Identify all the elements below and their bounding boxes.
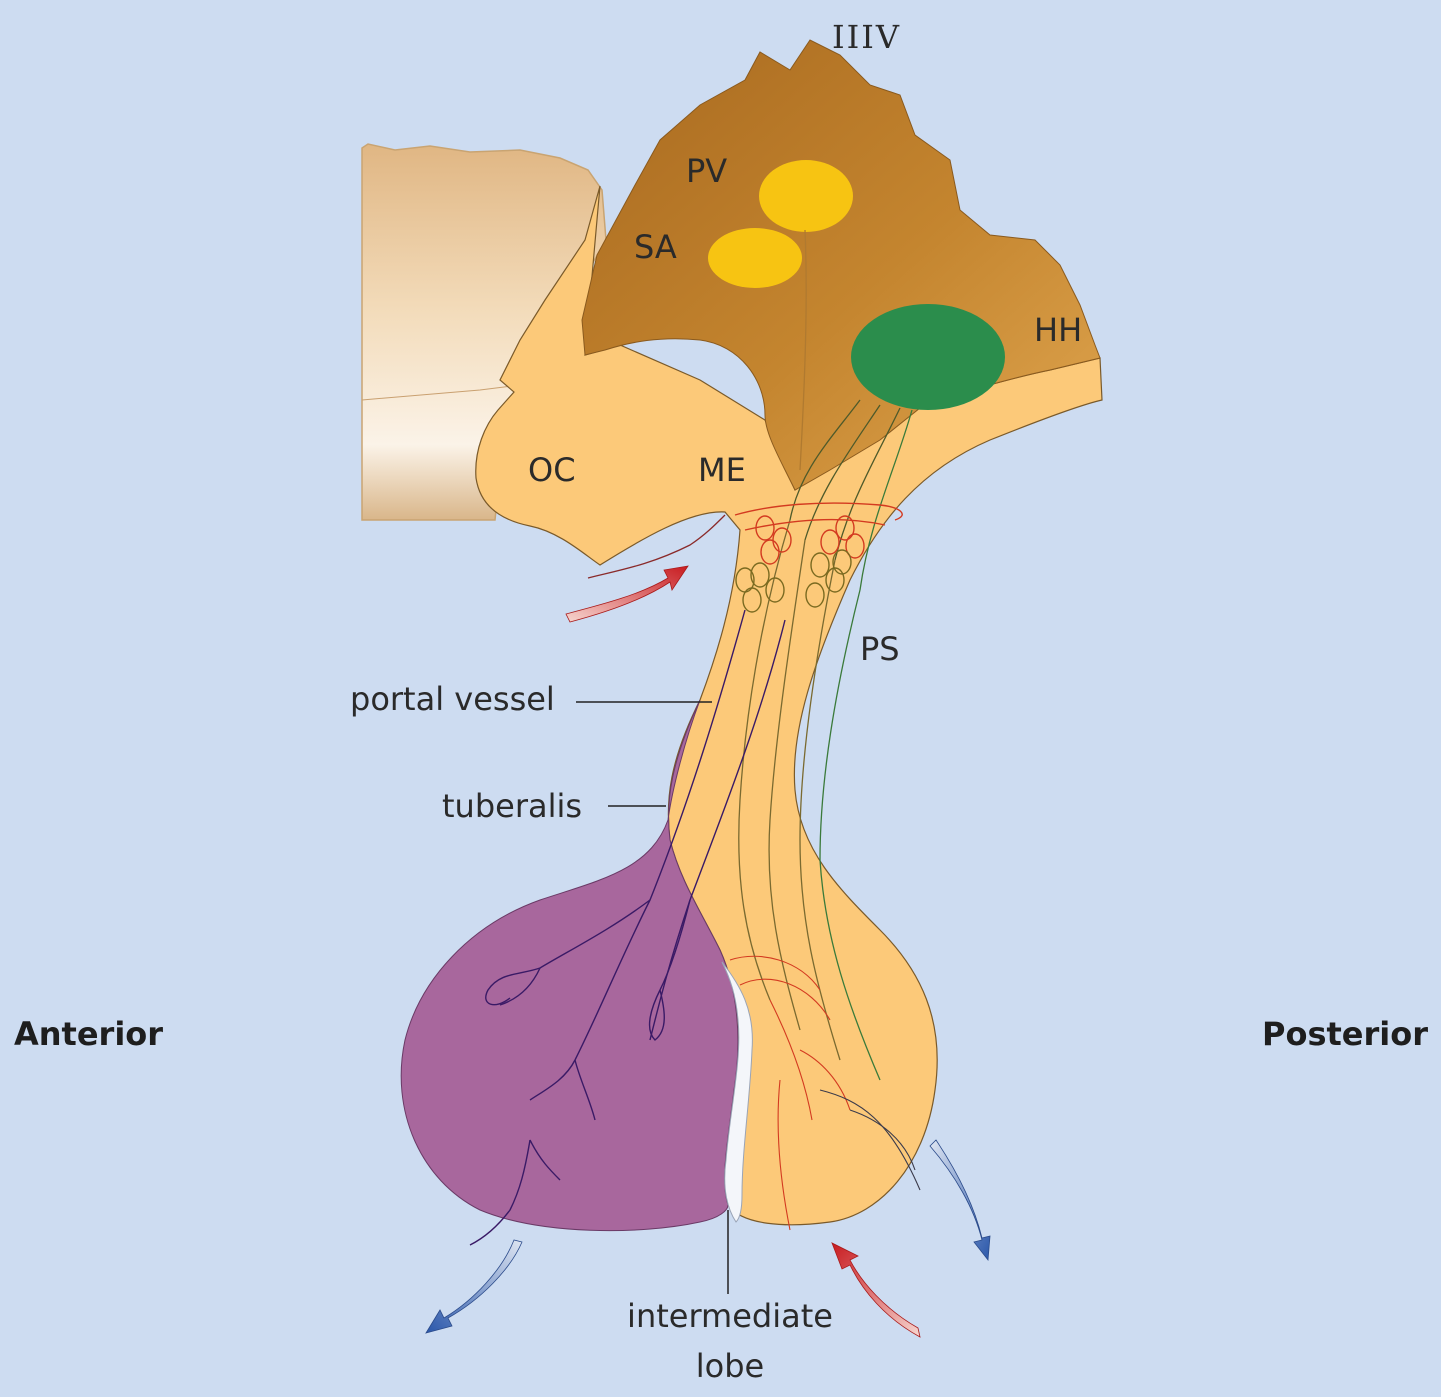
label-ps: PS	[860, 630, 900, 668]
arterial-arrow-inferior	[832, 1243, 920, 1337]
label-portal-vessel: portal vessel	[350, 680, 555, 718]
label-tuberalis: tuberalis	[442, 787, 582, 825]
arterial-arrow-superior	[566, 566, 688, 622]
sa-nucleus	[708, 228, 802, 288]
label-lobe: lobe	[696, 1347, 764, 1385]
label-oc: OC	[528, 451, 576, 489]
label-pv: PV	[686, 152, 727, 190]
label-anterior: Anterior	[14, 1015, 163, 1053]
label-intermediate: intermediate	[627, 1297, 833, 1335]
pv-nucleus	[759, 160, 853, 232]
venous-arrow-anterior	[426, 1240, 522, 1333]
label-posterior: Posterior	[1262, 1015, 1428, 1053]
label-hh: HH	[1034, 311, 1082, 349]
label-iiiv: IIIV	[832, 18, 901, 56]
label-me: ME	[698, 451, 746, 489]
label-sa: SA	[634, 228, 677, 266]
hh-nucleus	[851, 304, 1005, 410]
venous-arrow-posterior	[930, 1140, 990, 1260]
